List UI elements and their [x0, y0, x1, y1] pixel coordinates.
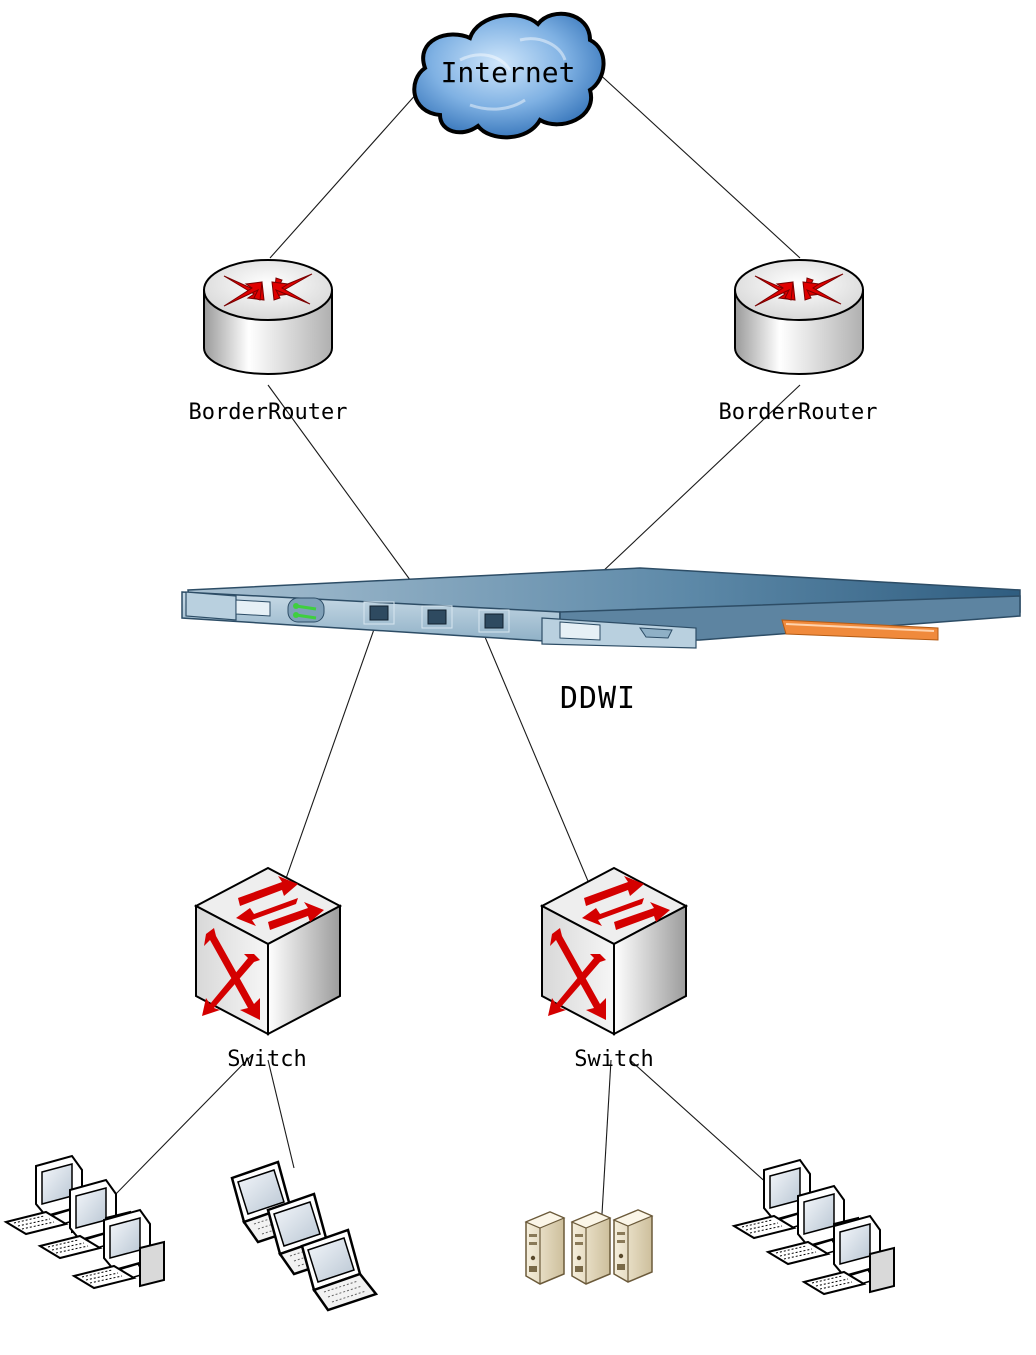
router-icon: [734, 259, 864, 375]
switch-right-label: Switch: [574, 1047, 653, 1072]
ddwi-label: DDWI: [560, 681, 636, 716]
connection-lines: [109, 69, 801, 1215]
ddwi-node: DDWI: [181, 567, 1021, 716]
servers-icon: [525, 1209, 653, 1285]
link-internet-router-left: [269, 91, 419, 259]
desktop-computers-icon: [5, 1155, 165, 1289]
switch-left-label: Switch: [227, 1047, 306, 1072]
link-switch-left-desktops: [109, 1054, 253, 1201]
rack-appliance-icon: [181, 567, 1021, 649]
link-switch-right-desktops: [629, 1059, 771, 1187]
switch-left-node: Switch: [195, 867, 341, 1072]
laptops-icon: [230, 1160, 378, 1312]
link-switch-left-laptops: [267, 1059, 295, 1169]
internet-label: Internet: [441, 56, 576, 89]
link-router-left-ddwi: [267, 384, 433, 611]
cloud-icon: [412, 11, 606, 140]
switch-icon: [541, 867, 687, 1035]
router-right-label: BorderRouter: [719, 400, 878, 425]
internet-node: Internet: [412, 11, 606, 140]
router-left-node: BorderRouter: [189, 259, 348, 425]
desktop-computers-icon: [733, 1159, 895, 1295]
router-icon: [203, 259, 333, 375]
switch-right-node: Switch: [541, 867, 687, 1072]
router-left-label: BorderRouter: [189, 400, 348, 425]
link-internet-router-right: [594, 69, 801, 259]
switch-icon: [195, 867, 341, 1035]
link-switch-right-servers: [601, 1059, 612, 1215]
router-right-node: BorderRouter: [719, 259, 878, 425]
